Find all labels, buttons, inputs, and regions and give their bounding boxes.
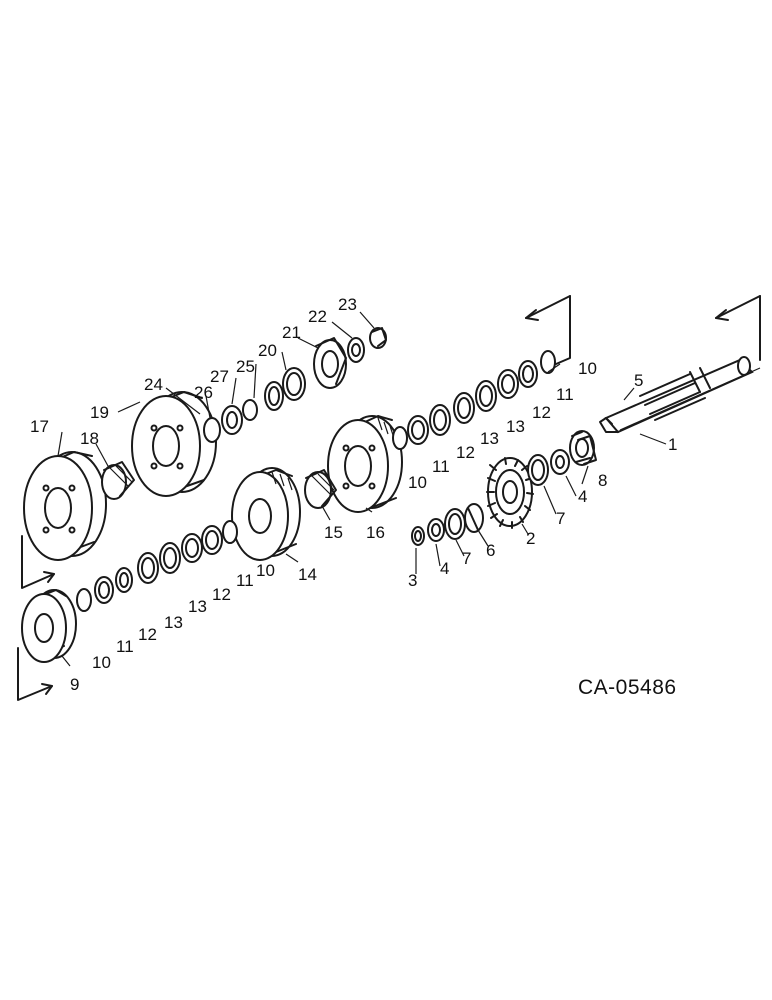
upper-ring-stack bbox=[203, 367, 306, 443]
callout-right-13a: 13 bbox=[480, 429, 499, 448]
part-9-gear bbox=[21, 589, 77, 663]
callout-1: 1 bbox=[668, 435, 677, 454]
callout-4b: 4 bbox=[578, 487, 587, 506]
callout-23: 23 bbox=[338, 295, 357, 314]
callout-9: 9 bbox=[70, 675, 79, 694]
callout-21: 21 bbox=[282, 323, 301, 342]
callout-17: 17 bbox=[30, 417, 49, 436]
callout-27: 27 bbox=[210, 367, 229, 386]
callout-lower-13a: 13 bbox=[164, 613, 183, 632]
part-22-ring bbox=[347, 337, 365, 363]
part-4-washer-left bbox=[427, 518, 445, 542]
callout-lower-12b: 12 bbox=[212, 585, 231, 604]
part-8-bearing bbox=[569, 430, 597, 466]
callout-25: 25 bbox=[236, 357, 255, 376]
part-17-gear bbox=[23, 451, 107, 561]
part-6-snap-ring bbox=[464, 503, 484, 533]
part-7-ring-right bbox=[527, 454, 549, 486]
callout-6: 6 bbox=[486, 541, 495, 560]
callout-20: 20 bbox=[258, 341, 277, 360]
callout-right-12b: 12 bbox=[532, 403, 551, 422]
flow-arrows bbox=[17, 295, 761, 701]
callout-7a: 7 bbox=[462, 549, 471, 568]
drawing-code: CA-05486 bbox=[578, 676, 677, 699]
callout-labels: 1 2 3 4 4 5 6 7 7 8 9 10 11 12 13 13 12 … bbox=[30, 295, 677, 699]
callout-24: 24 bbox=[144, 375, 163, 394]
callout-19: 19 bbox=[90, 403, 109, 422]
part-3-ring bbox=[411, 526, 425, 546]
callout-right-12a: 12 bbox=[456, 443, 475, 462]
callout-lower-11a: 11 bbox=[116, 637, 134, 656]
callout-right-11a: 11 bbox=[432, 457, 450, 476]
part-23-nut bbox=[369, 327, 387, 349]
callout-lower-11b: 11 bbox=[236, 571, 254, 590]
callout-lower-10b: 10 bbox=[256, 561, 275, 580]
part-16-gear bbox=[327, 415, 403, 513]
callout-15: 15 bbox=[324, 523, 343, 542]
part-18-needle-bearing bbox=[101, 461, 135, 500]
callout-2: 2 bbox=[526, 529, 535, 548]
callout-26: 26 bbox=[194, 383, 213, 402]
callout-5: 5 bbox=[634, 371, 643, 390]
callout-7b: 7 bbox=[556, 509, 565, 528]
part-7-ring-left bbox=[444, 508, 466, 540]
part-14-gear bbox=[231, 467, 301, 561]
callout-right-10b: 10 bbox=[578, 359, 597, 378]
callout-16: 16 bbox=[366, 523, 385, 542]
callout-lower-13b: 13 bbox=[188, 597, 207, 616]
callout-22: 22 bbox=[308, 307, 327, 326]
callout-right-13b: 13 bbox=[506, 417, 525, 436]
callout-right-10a: 10 bbox=[408, 473, 427, 492]
callout-3: 3 bbox=[408, 571, 417, 590]
part-2-bevel-gear bbox=[486, 457, 534, 529]
right-ring-stack bbox=[392, 350, 556, 450]
part-15-needle-bearing bbox=[304, 469, 337, 509]
callout-8: 8 bbox=[598, 471, 607, 490]
leader-lines bbox=[57, 311, 667, 667]
part-4-washer-right bbox=[550, 449, 570, 475]
part-21-bearing bbox=[313, 337, 347, 389]
callout-14: 14 bbox=[298, 565, 317, 584]
callout-right-11b: 11 bbox=[556, 385, 574, 404]
callout-4a: 4 bbox=[440, 559, 449, 578]
callout-lower-12a: 12 bbox=[138, 625, 157, 644]
callout-18: 18 bbox=[80, 429, 99, 448]
part-19-gear bbox=[131, 391, 217, 497]
callout-lower-10a: 10 bbox=[92, 653, 111, 672]
lower-ring-stack bbox=[76, 520, 238, 612]
part-1-shaft bbox=[599, 356, 761, 434]
